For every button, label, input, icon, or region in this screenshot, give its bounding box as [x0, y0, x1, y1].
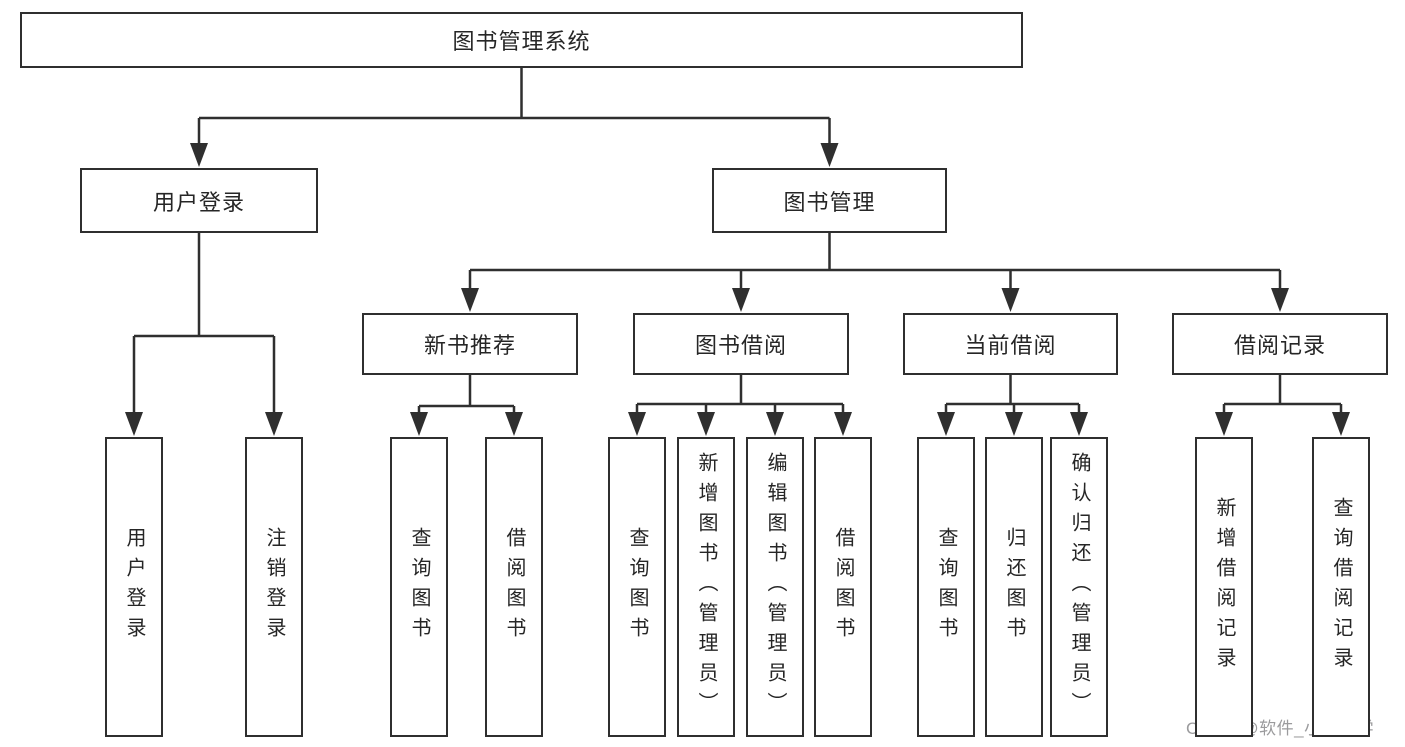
- node-leaf-bb-query: 查询图书: [608, 437, 666, 737]
- node-leaf-nb-borrow: 借阅图书: [485, 437, 543, 737]
- arrowhead-down-icon: [1070, 412, 1088, 436]
- node-leaf-logout: 注销登录: [245, 437, 303, 737]
- arrowhead-down-icon: [697, 412, 715, 436]
- arrowhead-down-icon: [1332, 412, 1350, 436]
- arrowhead-down-icon: [190, 143, 208, 167]
- node-label: 用户登录: [123, 527, 145, 647]
- arrowhead-down-icon: [505, 412, 523, 436]
- arrowhead-down-icon: [265, 412, 283, 436]
- arrowhead-down-icon: [1001, 288, 1020, 312]
- node-label: 图书管理系统: [452, 29, 591, 54]
- arrowhead-down-icon: [937, 412, 955, 436]
- node-label: 图书借阅: [694, 333, 787, 358]
- node-label: 查询借阅记录: [1330, 497, 1352, 677]
- node-bookmgmt: 图书管理: [712, 168, 947, 233]
- node-leaf-user-login: 用户登录: [105, 437, 163, 737]
- arrowhead-down-icon: [125, 412, 143, 436]
- arrowhead-down-icon: [461, 288, 479, 312]
- node-label: 查询图书: [626, 527, 648, 647]
- connector-current: [944, 375, 1081, 418]
- arrowhead-down-icon: [766, 412, 784, 436]
- arrowhead-down-icon: [410, 412, 428, 436]
- node-leaf-cb-confirm: 确认归还（管理员）: [1050, 437, 1108, 737]
- arrowhead-down-icon: [1215, 412, 1233, 436]
- node-leaf-cb-query: 查询图书: [917, 437, 975, 737]
- node-label: 注销登录: [263, 527, 285, 647]
- node-label: 借阅图书: [832, 527, 854, 647]
- node-leaf-bb-borrow: 借阅图书: [814, 437, 872, 737]
- connector-login: [132, 233, 276, 418]
- connector-borrowing: [635, 375, 845, 418]
- node-leaf-br-query: 查询借阅记录: [1312, 437, 1370, 737]
- connector-records: [1222, 375, 1343, 418]
- connector-root: [197, 68, 831, 149]
- node-leaf-cb-return: 归还图书: [985, 437, 1043, 737]
- node-borrowing: 图书借阅: [633, 313, 849, 375]
- node-label: 归还图书: [1003, 527, 1025, 647]
- node-leaf-nb-query: 查询图书: [390, 437, 448, 737]
- node-leaf-bb-add: 新增图书（管理员）: [677, 437, 735, 737]
- arrowhead-down-icon: [820, 143, 839, 167]
- node-label: 新增图书（管理员）: [695, 452, 717, 722]
- node-label: 查询图书: [935, 527, 957, 647]
- connector-newbook: [417, 375, 516, 418]
- node-label: 新书推荐: [423, 333, 516, 358]
- node-label: 编辑图书（管理员）: [764, 452, 786, 722]
- arrowhead-down-icon: [732, 288, 750, 312]
- node-label: 当前借阅: [964, 333, 1057, 358]
- node-leaf-bb-edit: 编辑图书（管理员）: [746, 437, 804, 737]
- arrowhead-down-icon: [628, 412, 646, 436]
- node-login: 用户登录: [80, 168, 318, 233]
- arrowhead-down-icon: [1005, 412, 1023, 436]
- arrowhead-down-icon: [1271, 288, 1289, 312]
- node-label: 图书管理: [783, 189, 876, 215]
- node-records: 借阅记录: [1172, 313, 1388, 375]
- connector-bookmgmt: [468, 233, 1282, 294]
- node-label: 确认归还（管理员）: [1068, 452, 1090, 722]
- node-label: 用户登录: [152, 189, 245, 215]
- node-label: 借阅图书: [503, 527, 525, 647]
- node-newbook: 新书推荐: [362, 313, 578, 375]
- node-current: 当前借阅: [903, 313, 1118, 375]
- node-label: 借阅记录: [1233, 333, 1326, 358]
- node-root: 图书管理系统: [20, 12, 1023, 68]
- node-label: 新增借阅记录: [1213, 497, 1235, 677]
- node-leaf-br-add: 新增借阅记录: [1195, 437, 1253, 737]
- arrowhead-down-icon: [834, 412, 852, 436]
- node-label: 查询图书: [408, 527, 430, 647]
